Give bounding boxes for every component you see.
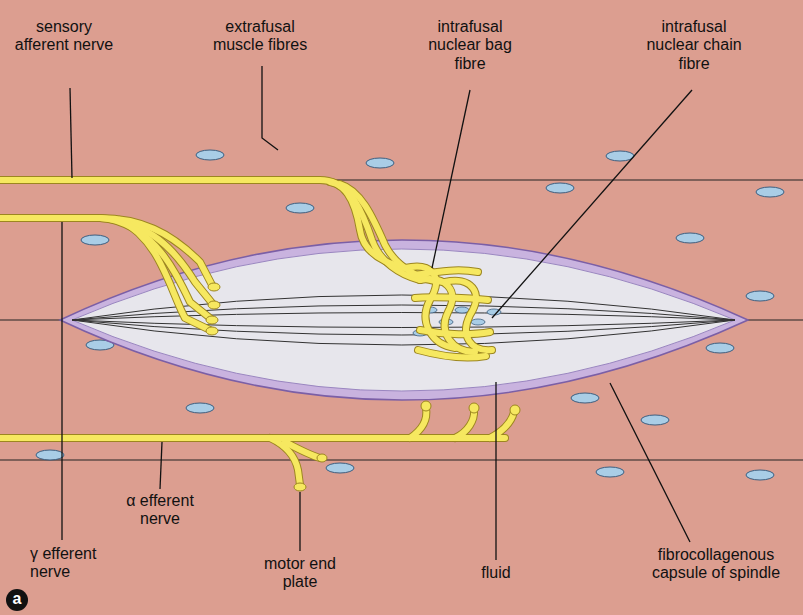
part-label: motor end plate [252,555,348,592]
figure-letter: a [6,590,28,608]
part-label: fibrocollagenous capsule of spindle [636,546,796,583]
part-label: α efferent nerve [112,492,208,529]
part-label: intrafusal nuclear chain fibre [636,18,752,73]
part-label: extrafusal muscle fibres [200,18,320,55]
part-label: intrafusal nuclear bag fibre [418,18,522,73]
part-label: fluid [466,564,526,582]
part-label: sensory afferent nerve [14,18,114,55]
part-label: γ efferent nerve [30,545,125,582]
